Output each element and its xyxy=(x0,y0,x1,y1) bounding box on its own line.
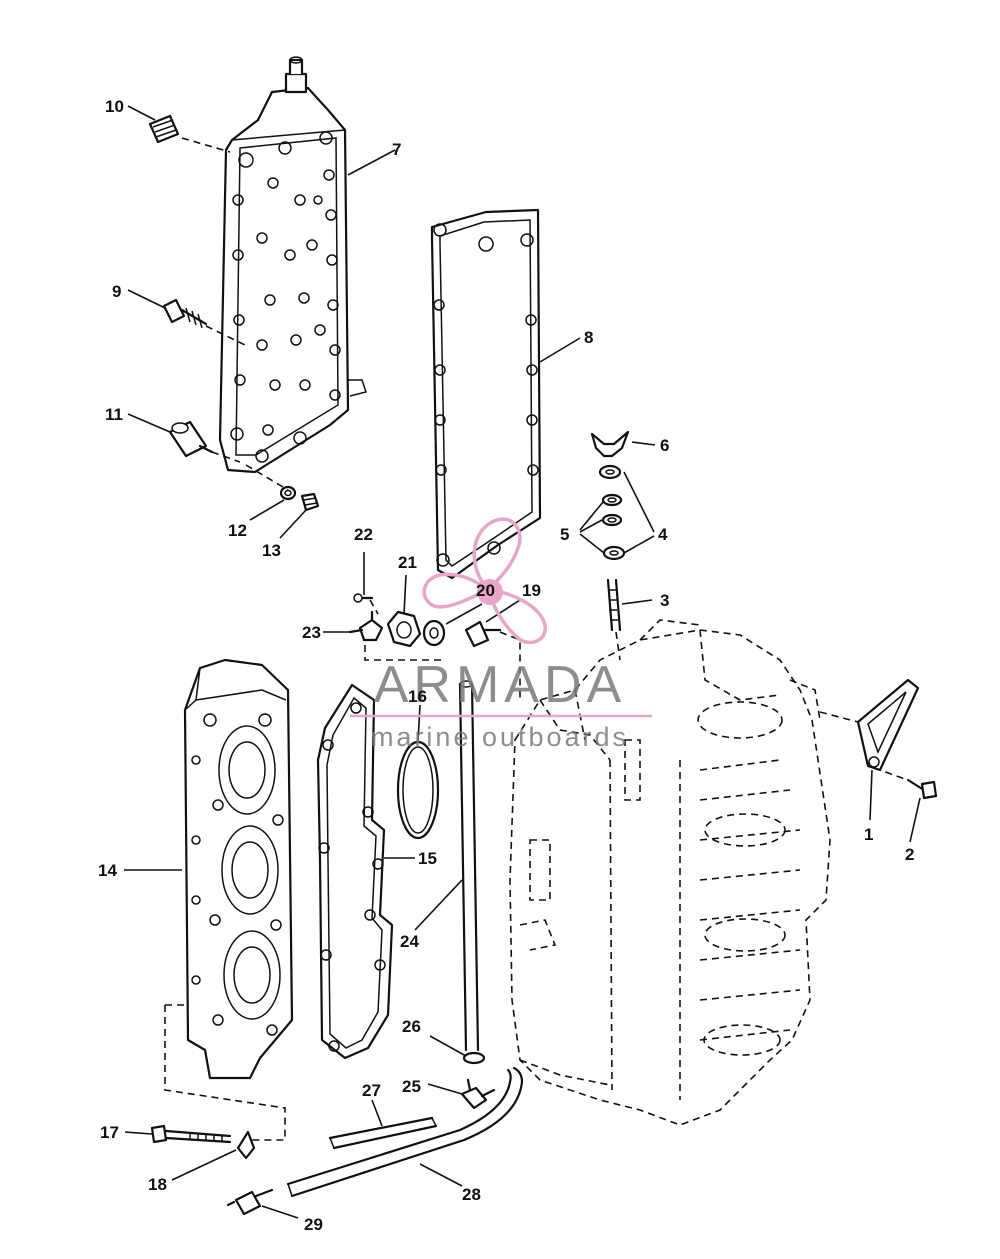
callout-16: 16 xyxy=(408,687,427,706)
callout-10: 10 xyxy=(105,97,124,116)
callout-19: 19 xyxy=(522,581,541,600)
screw-part-22 xyxy=(353,593,374,603)
cylinder-block-phantom xyxy=(509,619,831,1126)
cylinder-head xyxy=(183,658,294,1080)
long-bolt-part-17 xyxy=(150,1124,232,1144)
callout-1: 1 xyxy=(864,825,873,844)
clip-part-18 xyxy=(236,1130,256,1160)
fitting-part-29 xyxy=(226,1188,274,1216)
clamp-part-26 xyxy=(462,1051,486,1065)
poppet-part-20 xyxy=(422,619,446,647)
nut-part-13 xyxy=(300,492,320,512)
watermark-tagline: marine outboards xyxy=(371,722,629,752)
callout-4: 4 xyxy=(658,525,668,544)
callout-28: 28 xyxy=(462,1185,481,1204)
callout-26: 26 xyxy=(402,1017,421,1036)
bolt-part-9 xyxy=(162,298,208,329)
callout-14: 14 xyxy=(98,861,117,880)
washers-part-4-5 xyxy=(598,464,626,561)
callout-23: 23 xyxy=(302,623,321,642)
propeller-logo xyxy=(422,517,547,645)
watermark: ARMADA marine outboards xyxy=(350,517,652,752)
head-gasket xyxy=(316,683,394,1060)
poppet-housing-part-21 xyxy=(386,610,422,648)
callout-13: 13 xyxy=(262,541,281,560)
callout-6: 6 xyxy=(660,436,669,455)
callout-11: 11 xyxy=(105,405,123,424)
callout-21: 21 xyxy=(398,553,417,572)
callout-18: 18 xyxy=(148,1175,167,1194)
callout-8: 8 xyxy=(584,328,593,347)
hose-part-28 xyxy=(286,1066,524,1198)
elbow-fitting-part-23 xyxy=(348,610,384,642)
propeller-hub xyxy=(477,579,503,605)
callout-2: 2 xyxy=(905,845,914,864)
callout-24: 24 xyxy=(400,932,419,951)
callout-3: 3 xyxy=(660,591,669,610)
callout-15: 15 xyxy=(418,849,437,868)
callout-7: 7 xyxy=(392,140,401,159)
sensor-part-11 xyxy=(168,420,214,458)
callout-27: 27 xyxy=(362,1081,381,1100)
fitting-part-19 xyxy=(464,620,502,648)
callout-20: 20 xyxy=(476,581,495,600)
exhaust-cover xyxy=(218,56,367,474)
tube-part-24 xyxy=(458,680,480,1052)
bracket-part-1 xyxy=(856,678,920,772)
assembly-guide-lines xyxy=(164,137,909,1141)
watermark-brand: ARMADA xyxy=(374,656,626,714)
exhaust-cover-gasket xyxy=(430,208,542,580)
callout-22: 22 xyxy=(354,525,373,544)
callout-leader-lines xyxy=(124,105,921,1219)
tee-fitting-part-25 xyxy=(460,1078,496,1110)
callout-17: 17 xyxy=(100,1123,119,1142)
plug-part-10 xyxy=(148,114,180,144)
callout-9: 9 xyxy=(112,282,121,301)
washer-part-12 xyxy=(279,485,297,501)
callout-12: 12 xyxy=(228,521,247,540)
screw-part-2 xyxy=(906,778,938,800)
callout-labels: 1 2 3 4 5 6 7 8 9 10 11 12 13 14 15 16 1… xyxy=(98,97,914,1234)
callout-5: 5 xyxy=(560,525,569,544)
callout-25: 25 xyxy=(402,1077,421,1096)
hose-part-27 xyxy=(328,1116,438,1150)
wing-nut-part-6 xyxy=(590,430,630,458)
o-ring-part-16 xyxy=(396,740,440,840)
stud-part-3 xyxy=(606,578,622,632)
callout-29: 29 xyxy=(304,1215,323,1234)
